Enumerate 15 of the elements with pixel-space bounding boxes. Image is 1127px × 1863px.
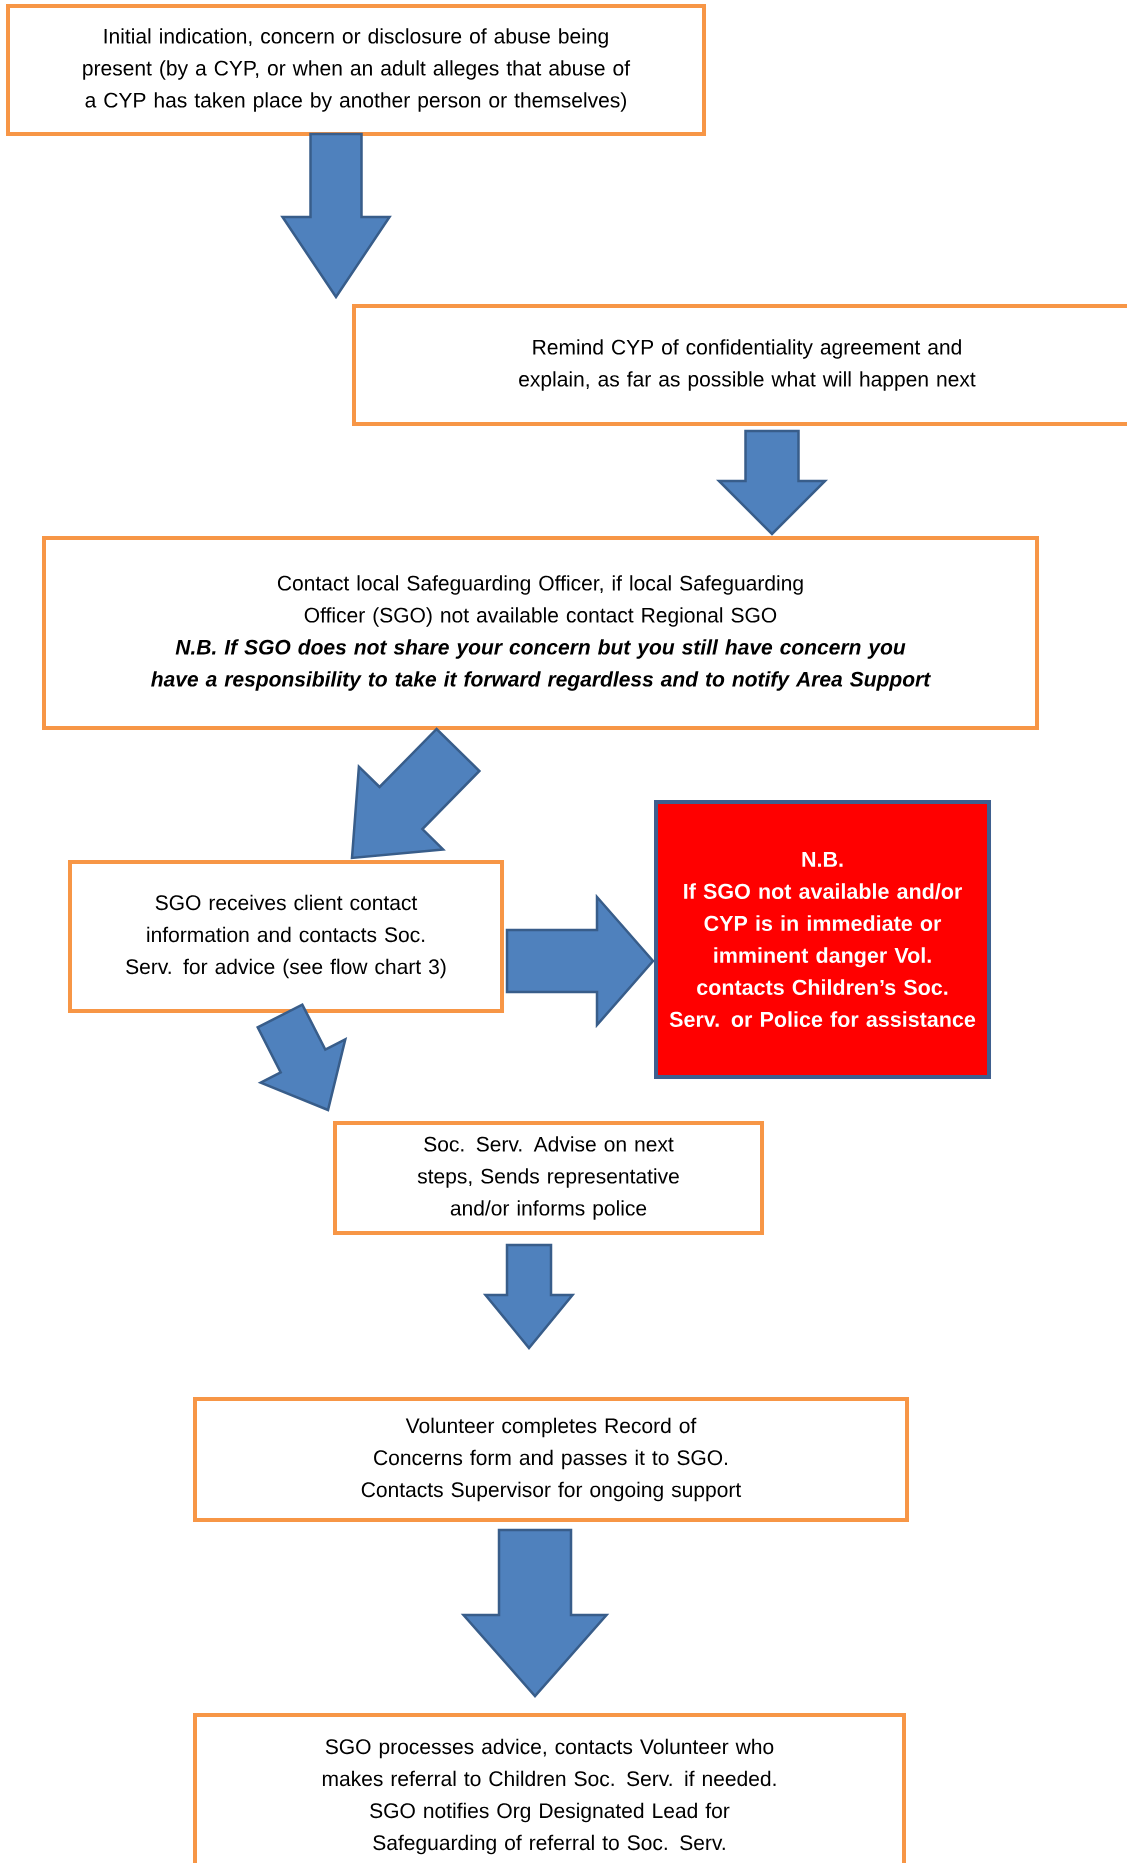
block-arrow bbox=[716, 429, 829, 536]
block-arrow bbox=[350, 727, 482, 860]
block-arrow bbox=[482, 1243, 576, 1350]
process-box: Volunteer completes Record of Concerns form and passes it to SGO. Contacts Supervisor for ongoing support bbox=[193, 1397, 909, 1522]
block-arrow bbox=[460, 1528, 610, 1698]
process-box: SGO receives client contact information and contacts Soc. Serv. for advice (see flow chart 3) bbox=[68, 860, 504, 1013]
block-arrow bbox=[505, 893, 655, 1029]
process-box: Initial indication, concern or disclosure of abuse being present (by a CYP, or when an adult alleges that abuse of a CYP has taken place by another person or themselves) bbox=[6, 4, 706, 136]
process-box: Soc. Serv. Advise on next steps, Sends representative and/or informs police bbox=[333, 1121, 764, 1235]
block-arrow bbox=[256, 1002, 348, 1112]
block-arrow bbox=[280, 132, 392, 300]
alert-box: N.B. If SGO not available and/or CYP is in immediate or imminent danger Vol. contacts Children’s Soc. Serv. or Police for assistance bbox=[654, 800, 991, 1079]
process-box: SGO processes advice, contacts Volunteer who makes referral to Children Soc. Serv. if needed. SGO notifies Org Designated Lead for Safeguarding of referral to Soc. Serv. bbox=[193, 1713, 906, 1863]
process-box: Remind CYP of confidentiality agreement and explain, as far as possible what will happen next bbox=[352, 304, 1127, 426]
process-box: Contact local Safeguarding Officer, if local Safeguarding Officer (SGO) not available contact Regional SGO N.B. If SGO does not share your concern but you still have concern you have a responsibility to take it forward regardless and to notify Area Support bbox=[42, 536, 1039, 730]
